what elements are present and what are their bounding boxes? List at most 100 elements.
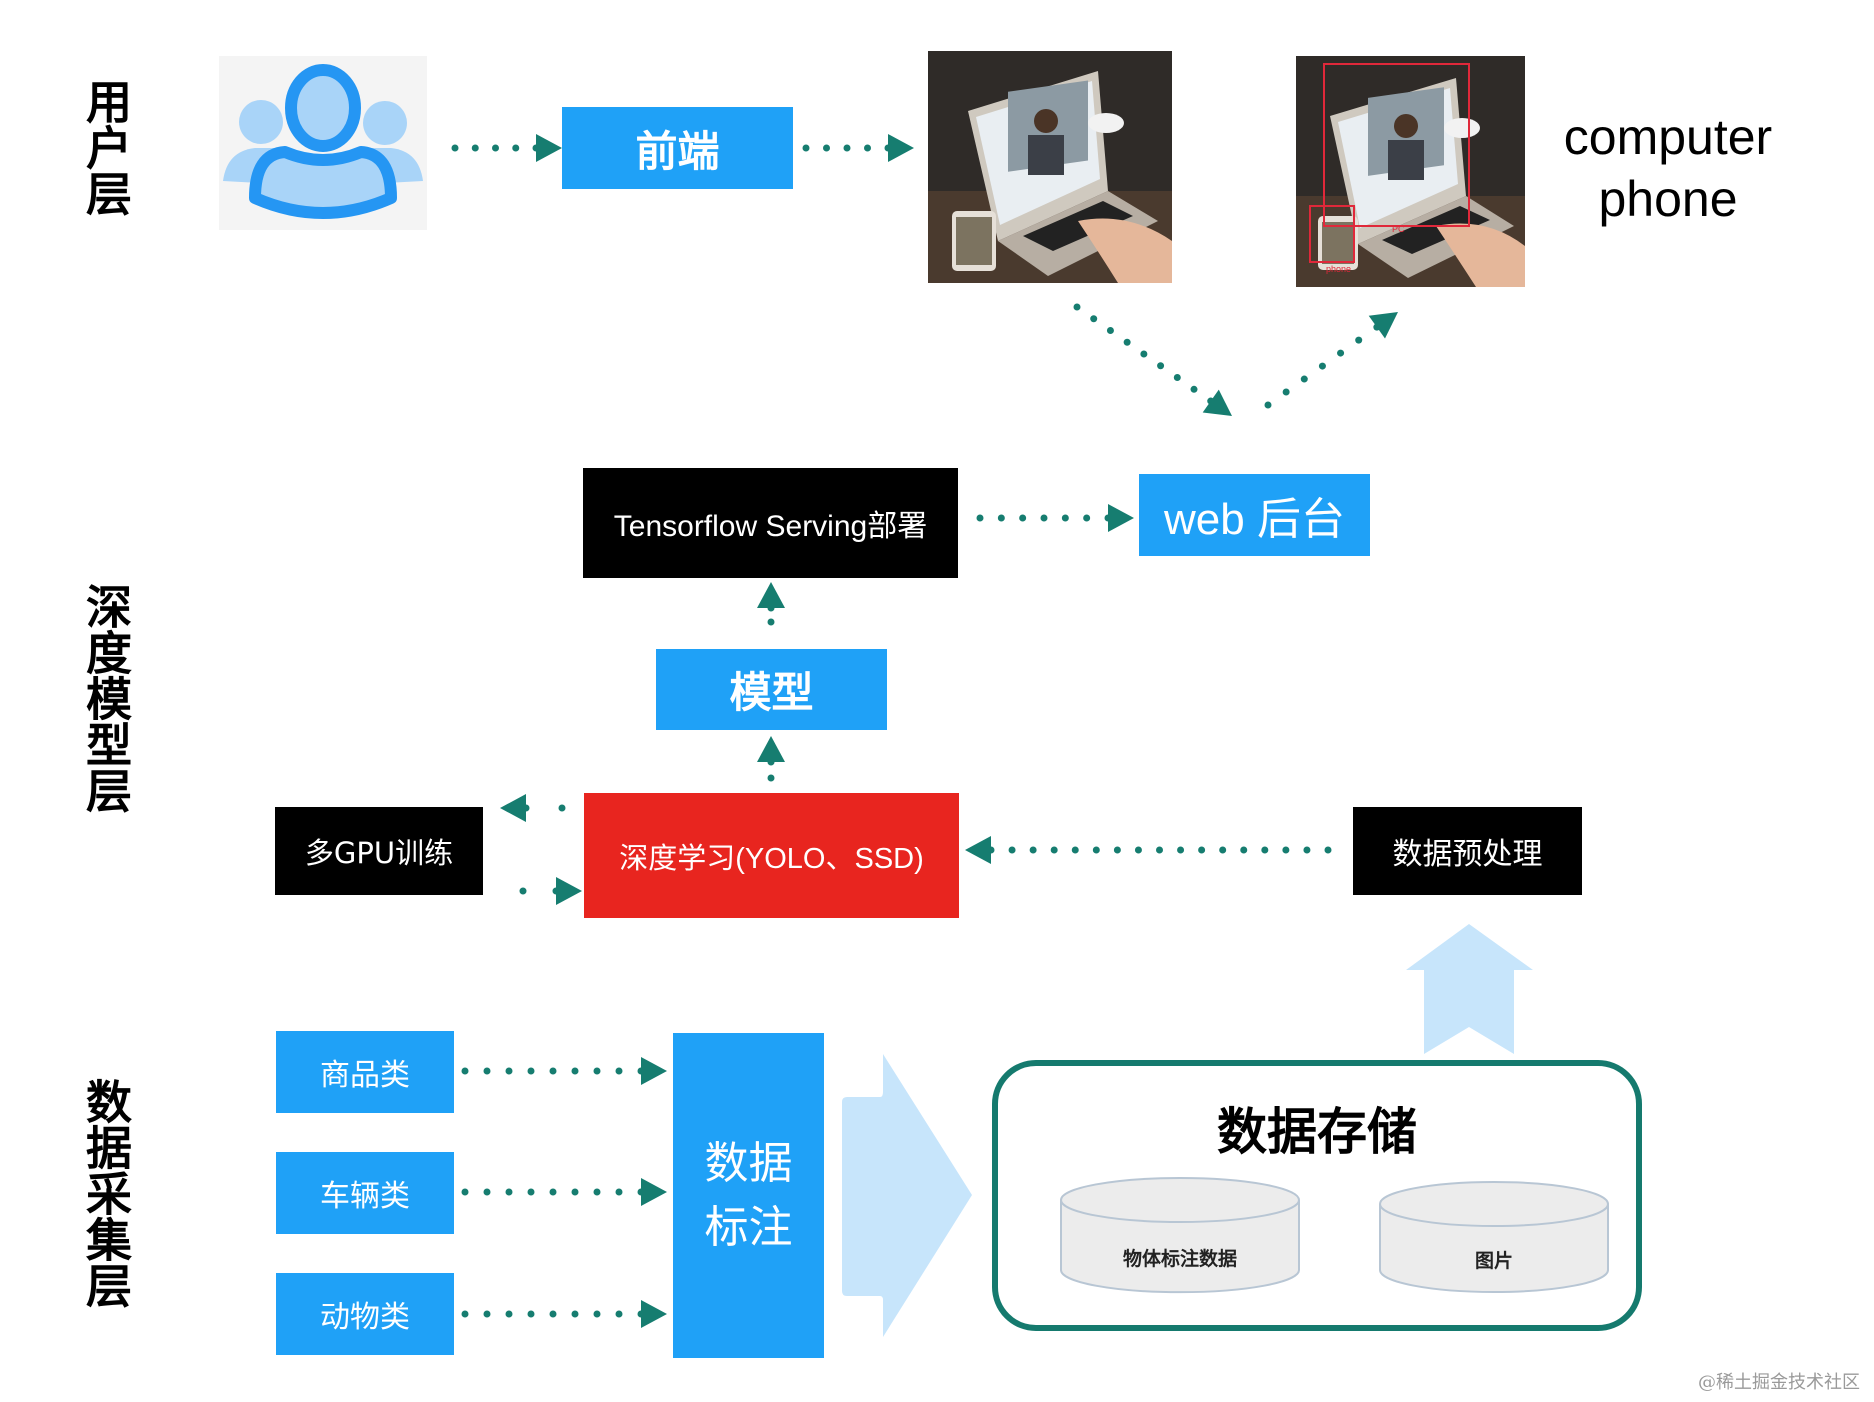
arrow-dot [1040, 514, 1048, 522]
frontend-box: 前端 [562, 107, 793, 189]
arrow-dot [451, 144, 459, 152]
arrow-dot [1071, 846, 1079, 854]
arrow-head-icon [757, 736, 785, 762]
arrow-dot [1106, 327, 1114, 335]
user-layer-label: 用户层 [79, 78, 133, 216]
client-to-backend-arrow [1073, 303, 1232, 416]
annotation-line1: 数据 [704, 1137, 793, 1189]
arrow-head-icon [1202, 389, 1232, 416]
arrow-dot [802, 144, 810, 152]
arrow-head-icon [536, 134, 562, 162]
arrow-dot [1157, 362, 1165, 370]
model-to-serving-arrow [757, 582, 785, 626]
arrow-dot [1300, 375, 1308, 383]
dl-to-model-arrow [757, 736, 785, 782]
arrow-dot [483, 1067, 491, 1075]
arrow-head-icon [641, 1300, 667, 1328]
dl-to-gpu-arrow [500, 794, 566, 822]
arrow-dot [976, 514, 984, 522]
arrow-dot [1019, 514, 1027, 522]
arrow-dot [527, 1188, 535, 1196]
model-box: 模型 [656, 649, 887, 730]
arrow-dot [461, 1067, 469, 1075]
category-goods-box: 商品类 [276, 1031, 454, 1113]
arrow-dot [549, 1310, 557, 1318]
arrow-dot [593, 1067, 601, 1075]
arrow-dot [1008, 846, 1016, 854]
user-to-frontend-arrow [451, 134, 562, 162]
preprocess-box: 数据预处理 [1353, 807, 1582, 895]
preprocess-to-dl-arrow [965, 836, 1332, 864]
arrow-dot [1303, 846, 1311, 854]
arrow-dot [1061, 514, 1069, 522]
storage-title: 数据存储 [1217, 1103, 1417, 1161]
arrow-dot [527, 1067, 535, 1075]
arrow-dot [549, 1067, 557, 1075]
watermark: @稀土掘金技术社区 [1698, 1372, 1860, 1393]
arrow-dot [571, 1310, 579, 1318]
annotation-data-label: 物体标注数据 [1122, 1248, 1237, 1270]
arrow-dot [1264, 401, 1272, 409]
arrow-dot [1282, 846, 1290, 854]
annotation-box: 数据 标注 [673, 1033, 824, 1358]
arrow-dot [505, 1188, 513, 1196]
arrow-dot [461, 1310, 469, 1318]
arrow-head-icon [757, 582, 785, 608]
arrow-dot [767, 618, 775, 626]
arrow-dot [1355, 336, 1363, 344]
tensorflow-serving-box: Tensorflow Serving部署 [583, 468, 958, 578]
arrow-dot [997, 514, 1005, 522]
arrow-dot [1173, 374, 1181, 382]
backend-to-result-arrow [1264, 312, 1398, 409]
arrow-dot [1190, 385, 1198, 393]
arrow-dot [843, 144, 851, 152]
arrow-dot [492, 144, 499, 152]
annotation-to-storage-arrow [842, 1054, 972, 1337]
arrow-dot [1219, 846, 1227, 854]
arrow-head-icon [1108, 504, 1134, 532]
arrow-dot [823, 144, 830, 152]
deep-learning-box: 深度学习(YOLO、SSD) [584, 793, 959, 918]
arrow-dot [1261, 846, 1269, 854]
arrow-dot [1337, 349, 1345, 357]
arrow-dot [1073, 303, 1081, 311]
arrow-dot [1113, 846, 1121, 854]
arrow-dot [512, 144, 520, 152]
multi-gpu-box: 多GPU训练 [275, 807, 483, 895]
serving-to-web-arrow [976, 504, 1134, 532]
arrow-dot [483, 1188, 491, 1196]
category-animals-box: 动物类 [276, 1273, 454, 1355]
annotation-line2: 标注 [704, 1201, 793, 1253]
vehicles-to-annotation-arrow [461, 1178, 667, 1206]
input-photo [928, 51, 1172, 283]
arrow-head-icon [641, 1178, 667, 1206]
model-layer-label: 深度模型层 [79, 583, 133, 813]
result-text: computer phone [1548, 106, 1788, 230]
animals-to-annotation-arrow [461, 1300, 667, 1328]
arrow-dot [593, 1188, 601, 1196]
arrow-dot [571, 1188, 579, 1196]
arrow-dot [1123, 338, 1131, 346]
category-vehicles-box: 车辆类 [276, 1152, 454, 1234]
data-layer-label: 数据采集层 [79, 1078, 133, 1308]
arrow-dot [1156, 846, 1163, 854]
images-cylinder [1379, 1181, 1609, 1293]
arrow-dot [1240, 846, 1248, 854]
arrow-head-icon [556, 877, 582, 905]
arrow-dot [1324, 846, 1332, 854]
arrow-dot [864, 144, 871, 152]
arrow-dot [549, 1188, 557, 1196]
arrow-dot [593, 1310, 601, 1318]
arrow-dot [1083, 514, 1091, 522]
detected-photo: PC phone [1296, 56, 1525, 287]
arrow-dot [1090, 315, 1098, 323]
arrow-dot [471, 144, 479, 152]
annotation-data-cylinder [1060, 1177, 1300, 1294]
arrow-dot [461, 1188, 469, 1196]
arrow-dot [1029, 846, 1037, 854]
arrow-dot [558, 804, 566, 812]
images-label: 图片 [1474, 1250, 1513, 1272]
web-backend-box: web 后台 [1139, 474, 1370, 556]
arrow-dot [505, 1310, 513, 1318]
arrow-dot [615, 1310, 623, 1318]
